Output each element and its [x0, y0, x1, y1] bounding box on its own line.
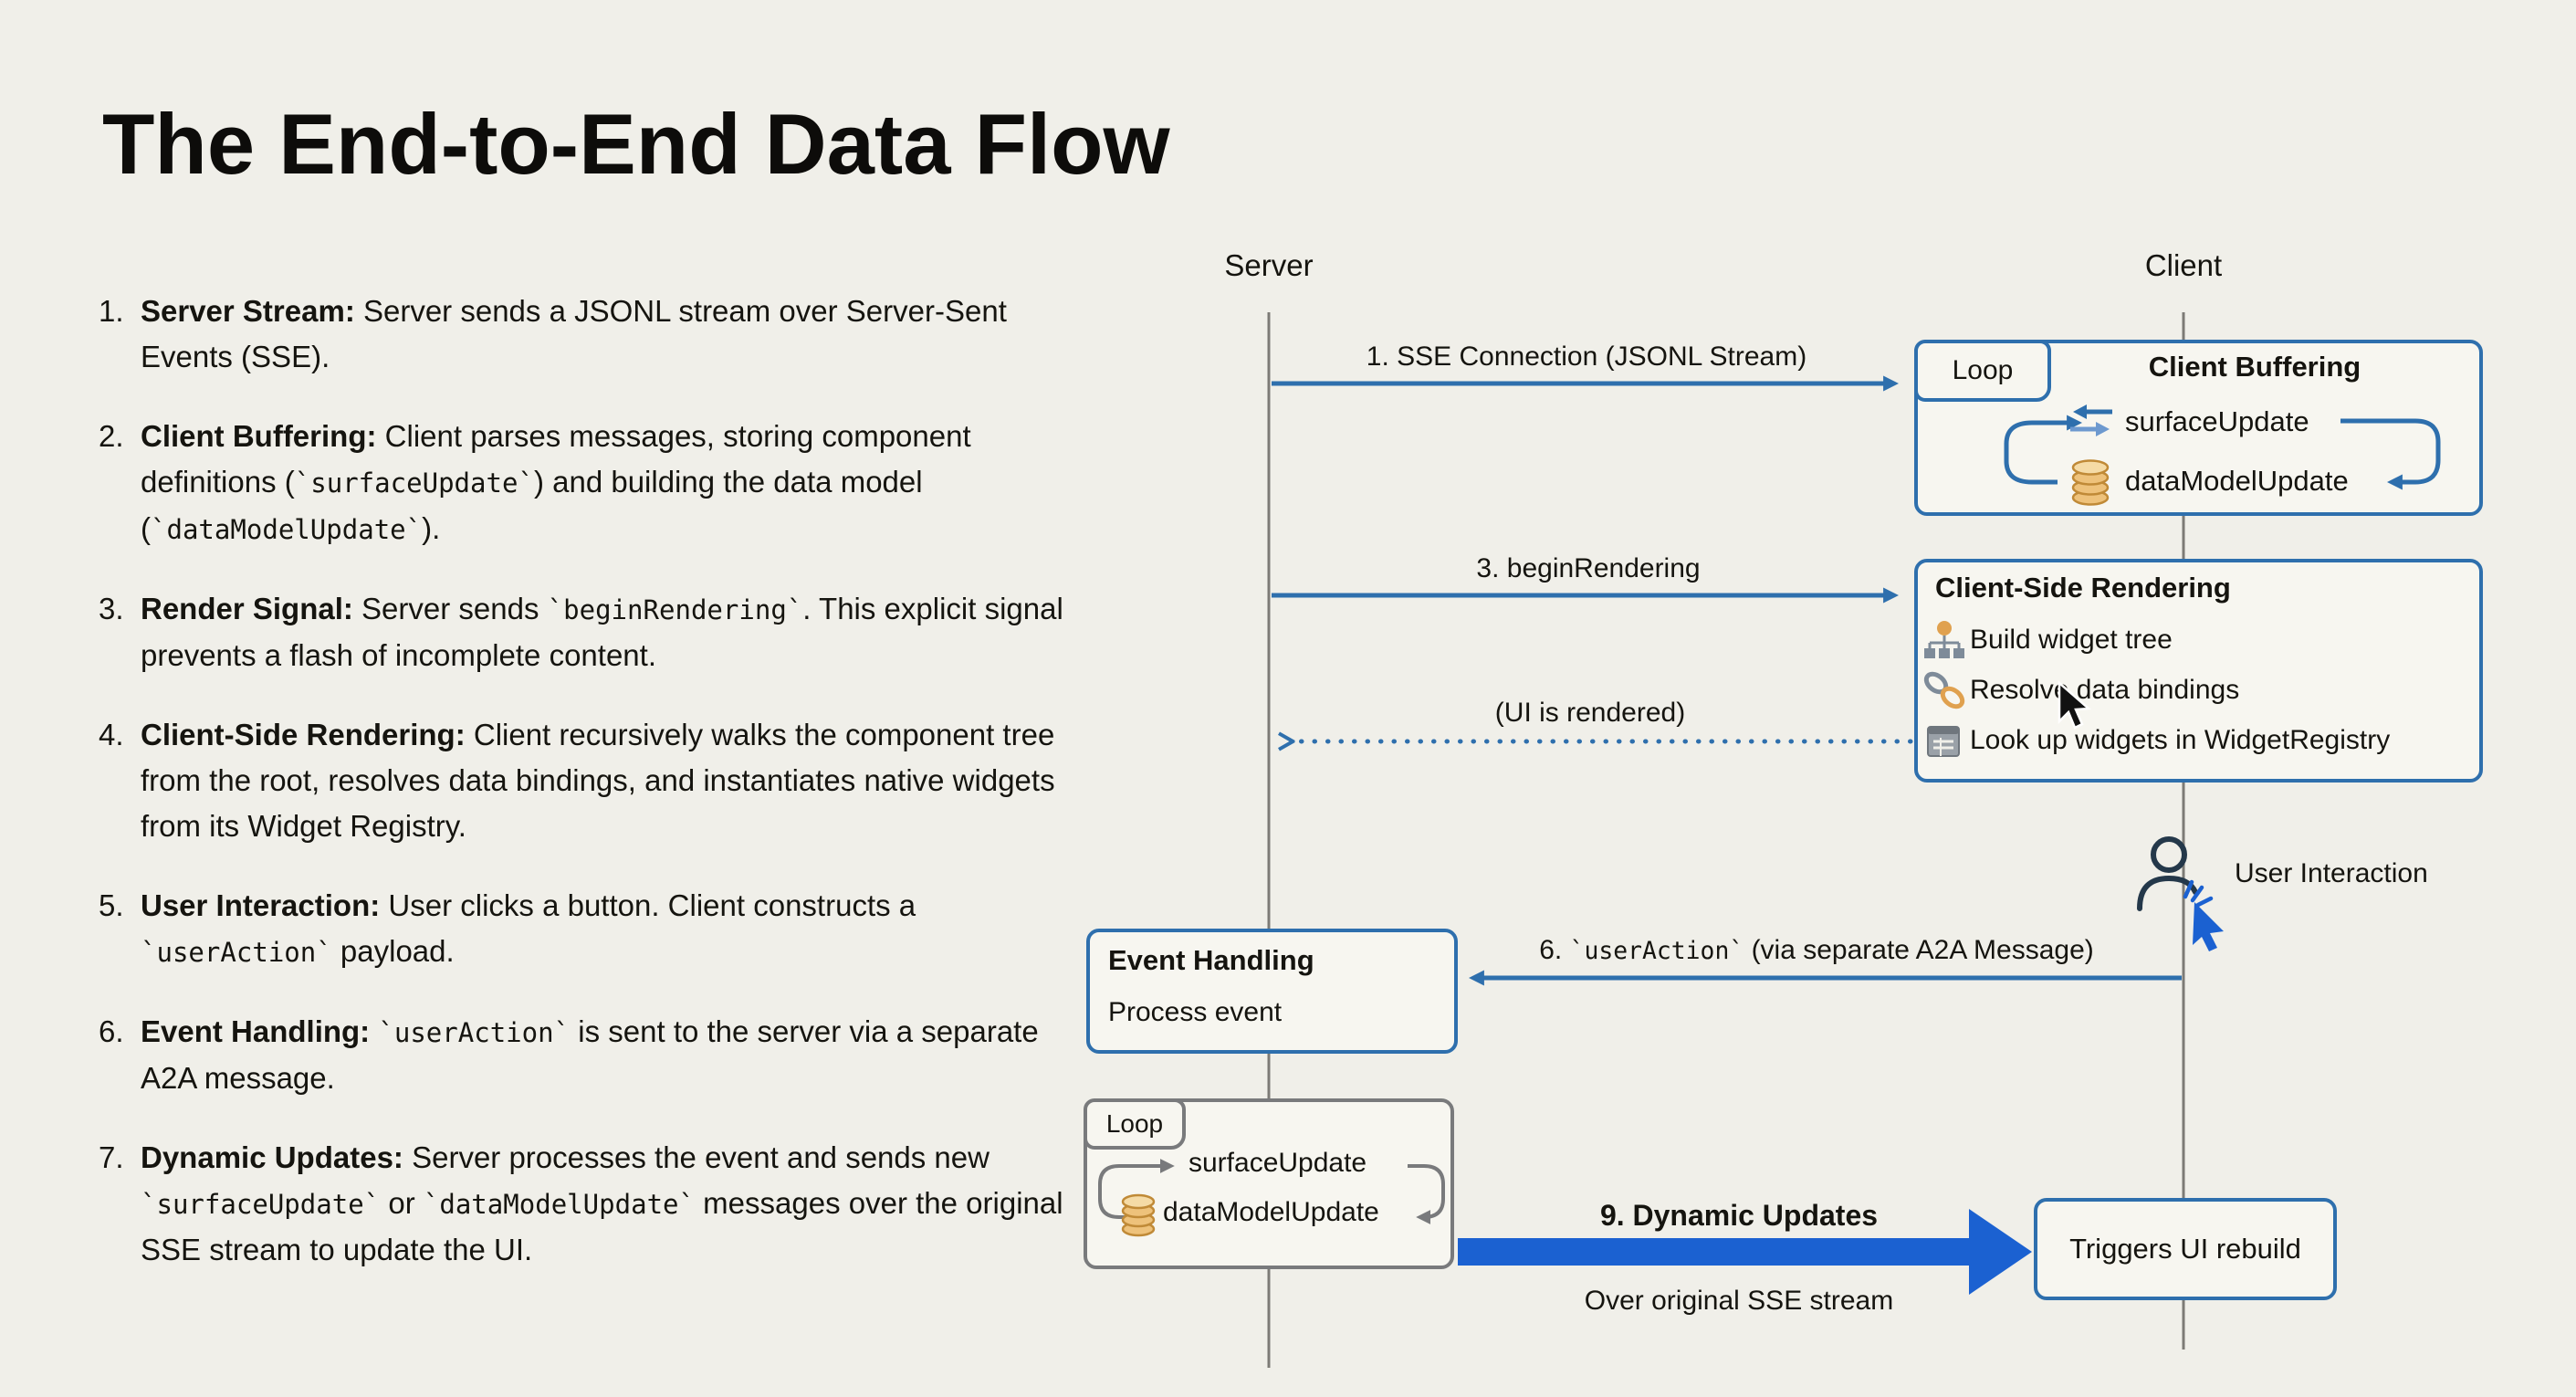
csr-row: Resolve data bindings	[1970, 675, 2240, 705]
server-loop-row: dataModelUpdate	[1163, 1197, 1379, 1227]
step-item: 7. Dynamic Updates: Server processes the …	[99, 1135, 1066, 1273]
client-side-rendering-title: Client-Side Rendering	[1935, 572, 2231, 604]
ui-rendered-label: (UI is rendered)	[1494, 698, 1686, 728]
text-span: is sent to the server via a separate A2A…	[141, 1014, 1039, 1095]
text-span: ).	[422, 511, 441, 545]
step-label: Dynamic Updates:	[141, 1140, 403, 1174]
step-item: 5. User Interaction: User clicks a button…	[99, 883, 1066, 975]
step-label: Client Buffering:	[141, 419, 377, 453]
event-handling-box	[1086, 929, 1458, 1054]
step-item: 4. Client-Side Rendering: Client recursiv…	[99, 712, 1066, 849]
dynamic-updates-arrow-body	[1458, 1238, 1971, 1266]
text-span: messages over the original SSE stream to…	[141, 1186, 1063, 1266]
triggers-ui-rebuild-box: Triggers UI rebuild	[2034, 1198, 2337, 1300]
client-buffering-row: surfaceUpdate	[2125, 405, 2309, 437]
event-handling-title: Event Handling	[1108, 944, 1314, 976]
csr-row: Look up widgets in WidgetRegistry	[1970, 725, 2391, 755]
step-item: 2. Client Buffering: Client parses messag…	[99, 414, 1066, 552]
code-span: `beginRendering`	[547, 594, 803, 625]
message-9-label: 9. Dynamic Updates	[1599, 1199, 1879, 1232]
csr-row: Build widget tree	[1970, 625, 2173, 655]
message-9-sublabel: Over original SSE stream	[1584, 1286, 1894, 1316]
client-buffering-row: dataModelUpdate	[2125, 465, 2349, 497]
text-span: or	[380, 1186, 424, 1220]
text-span: (via separate A2A Message)	[1744, 935, 2094, 965]
step-number: 5.	[99, 888, 124, 922]
page-title: The End-to-End Data Flow	[102, 96, 1170, 192]
text-span: Client parses messages, storing componen…	[141, 419, 971, 499]
message-3-label: 3. beginRendering	[1476, 553, 1701, 583]
message-1-label: 1. SSE Connection (JSONL Stream)	[1366, 341, 1807, 372]
text-span: Client recursively walks the component t…	[141, 718, 1055, 843]
text-span: payload.	[331, 934, 455, 968]
step-number: 3.	[99, 592, 124, 625]
step-label: Server Stream:	[141, 294, 355, 328]
code-span: `surfaceUpdate`	[141, 1189, 381, 1220]
text-span: ) and building the data model (	[141, 465, 923, 545]
step-label: Client-Side Rendering:	[141, 718, 466, 751]
text-span: Server sends	[352, 592, 548, 625]
text-span: . This explicit signal prevents a flash …	[141, 592, 1063, 672]
step-number: 4.	[99, 718, 124, 751]
step-item: 1. Server Stream: Server sends a JSONL st…	[99, 289, 1066, 380]
step-item: 6. Event Handling: `userAction` is sent t…	[99, 1009, 1066, 1101]
loop-tab-label: Loop	[1952, 355, 2014, 385]
server-loop-tab: Loop	[1084, 1098, 1186, 1150]
text-span	[370, 1014, 378, 1048]
loop-tab-label: Loop	[1105, 1109, 1164, 1138]
code-span: `userAction`	[141, 937, 332, 968]
user-interaction-label: User Interaction	[2235, 858, 2428, 888]
server-loop-row: surfaceUpdate	[1189, 1148, 1367, 1178]
text-span: User clicks a button. Client constructs …	[380, 888, 916, 922]
step-number: 6.	[99, 1014, 124, 1048]
client-lifeline-label: Client	[2144, 248, 2223, 282]
code-span: `dataModelUpdate`	[423, 1189, 696, 1220]
step-number: 2.	[99, 419, 124, 453]
text-span: Server sends a JSONL stream over Server-…	[141, 294, 1007, 373]
client-side-rendering-box	[1914, 559, 2483, 783]
steps-list: 1. Server Stream: Server sends a JSONL st…	[99, 289, 1066, 1307]
step-item: 3. Render Signal: Server sends `beginRend…	[99, 586, 1066, 678]
step-number: 1.	[99, 294, 124, 328]
text-span: 6.	[1539, 935, 1570, 965]
step-number: 7.	[99, 1140, 124, 1174]
code-span: `userAction`	[1569, 937, 1744, 965]
step-label: Render Signal:	[141, 592, 353, 625]
code-span: `dataModelUpdate`	[151, 514, 423, 545]
code-span: `userAction`	[378, 1017, 571, 1048]
step-label: User Interaction:	[141, 888, 381, 922]
step-label: Event Handling:	[141, 1014, 371, 1048]
server-lifeline-label: Server	[1224, 248, 1314, 282]
code-span: `surfaceUpdate`	[294, 467, 534, 499]
event-handling-sub: Process event	[1108, 997, 1283, 1027]
client-buffering-loop-tab: Loop	[1914, 340, 2051, 402]
message-6-label: 6. `userAction` (via separate A2A Messag…	[1451, 935, 2182, 966]
client-buffering-title: Client Buffering	[2148, 351, 2361, 383]
text-span: Server processes the event and sends new	[403, 1140, 990, 1174]
triggers-label: Triggers UI rebuild	[2069, 1233, 2301, 1265]
